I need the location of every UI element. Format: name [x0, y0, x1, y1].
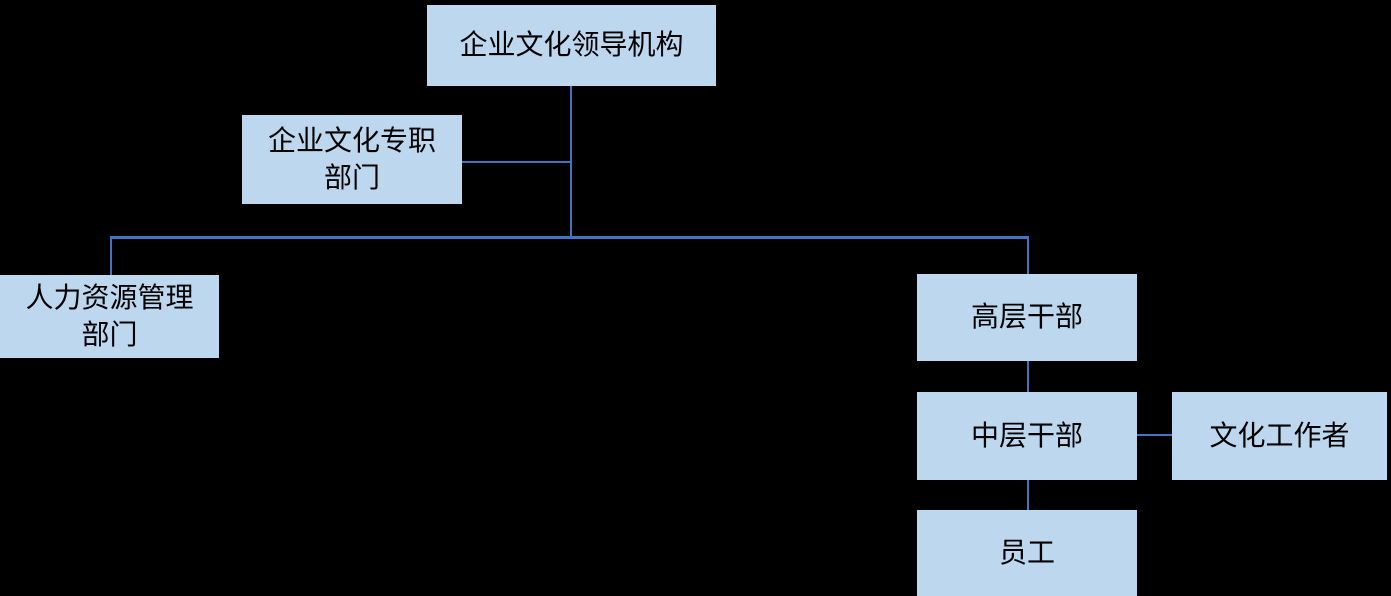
- connector-bus-to-senior-cadres: [1027, 238, 1029, 274]
- node-senior-cadres: 高层干部: [917, 274, 1137, 361]
- node-dedicated-dept-label: 企业文化专职部门: [267, 124, 436, 193]
- connector-horizontal-bus: [110, 236, 1029, 239]
- connector-middle-to-culture-workers: [1137, 434, 1172, 436]
- node-culture-workers-label: 文化工作者: [1209, 419, 1350, 451]
- node-middle-cadres-label: 中层干部: [970, 419, 1083, 451]
- node-dedicated-dept: 企业文化专职部门: [242, 115, 462, 204]
- node-hr-dept: 人力资源管理部门: [0, 275, 219, 358]
- connector-middle-cadres-to-employees: [1027, 480, 1029, 510]
- node-senior-cadres-label: 高层干部: [970, 301, 1083, 333]
- node-middle-cadres: 中层干部: [917, 392, 1137, 480]
- connector-senior-to-middle-cadres: [1027, 361, 1029, 392]
- node-leadership-label: 企业文化领导机构: [459, 29, 684, 61]
- connector-dedicated-dept-to-trunk: [462, 161, 572, 163]
- node-employees-label: 员工: [998, 536, 1055, 568]
- node-leadership: 企业文化领导机构: [427, 5, 716, 86]
- node-culture-workers: 文化工作者: [1172, 392, 1387, 480]
- node-employees: 员工: [917, 510, 1137, 596]
- connector-bus-to-hr-dept: [110, 238, 112, 275]
- node-hr-dept-label: 人力资源管理部门: [25, 281, 194, 350]
